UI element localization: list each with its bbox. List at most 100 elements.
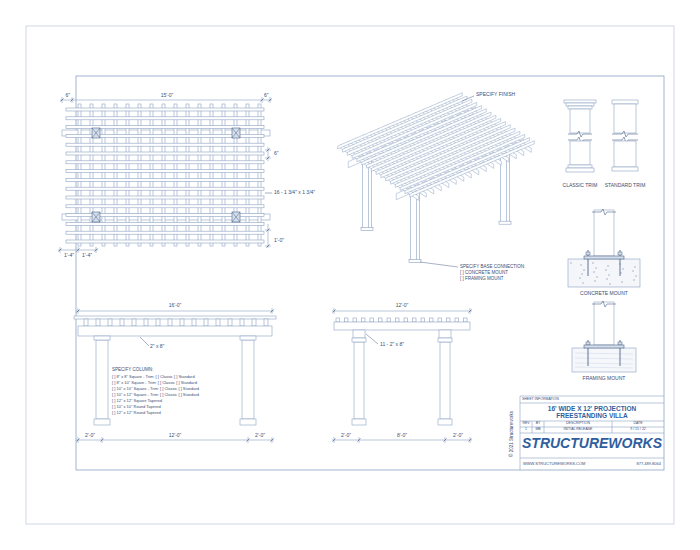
slat-end — [421, 318, 425, 322]
slat-end — [455, 318, 459, 322]
concrete-aggregate — [632, 270, 633, 271]
trim-details — [564, 100, 638, 172]
beam-end — [439, 330, 451, 338]
base-molding — [566, 168, 594, 172]
extension-line — [272, 437, 273, 443]
concrete-aggregate — [592, 262, 593, 263]
table-rule — [612, 421, 613, 433]
dimension-tick — [267, 229, 270, 232]
dimension-line — [58, 250, 98, 251]
break-line — [568, 131, 592, 137]
concrete-aggregate — [606, 278, 607, 279]
table-rule — [544, 421, 545, 433]
dimension-tick — [59, 249, 62, 252]
dimension-tick — [61, 99, 64, 102]
dimension-text: 8'-0" — [397, 433, 407, 439]
dimension-text: 16'-0" — [169, 303, 182, 309]
member-callout: 11 - 2" x 8" — [380, 342, 404, 348]
concrete-aggregate — [582, 282, 583, 283]
column-shaft — [570, 141, 590, 165]
post-plan — [232, 128, 240, 138]
isometric-view — [338, 93, 535, 267]
base-plate — [409, 260, 421, 263]
extension-line — [62, 97, 63, 103]
post-mark — [92, 128, 100, 138]
post-plan — [92, 128, 100, 138]
dimension-text: 15'-0" — [161, 93, 174, 99]
post — [363, 158, 372, 230]
slat-end — [413, 318, 417, 322]
slat-end — [430, 318, 434, 322]
dimension-tick — [269, 99, 272, 102]
leader-line — [140, 337, 149, 346]
dimension-line — [268, 147, 269, 161]
concrete-aggregate — [594, 280, 595, 281]
column — [242, 340, 254, 419]
column — [594, 302, 614, 345]
title-block-rule — [520, 433, 664, 434]
extension-line — [265, 158, 271, 159]
post-mark — [232, 212, 240, 222]
leader-line — [366, 334, 378, 344]
extension-line — [72, 97, 73, 103]
detail-title: FRAMING MOUNT — [583, 376, 626, 382]
extension-line — [470, 437, 471, 443]
title-block-edge — [520, 396, 664, 397]
slat — [400, 134, 525, 190]
rafter-end — [216, 319, 220, 326]
dimension-tick — [358, 439, 361, 442]
column-capital — [94, 336, 110, 340]
slat-end — [345, 318, 349, 322]
extension-line — [262, 97, 263, 103]
table-rule — [532, 421, 533, 433]
post-mark — [232, 128, 240, 138]
slat-end — [362, 318, 366, 322]
dimension-tick — [95, 249, 98, 252]
dimension-tick — [469, 310, 472, 313]
extension-line — [470, 308, 471, 314]
column-capital — [352, 338, 366, 342]
detail-title: CONCRETE MOUNT — [580, 291, 628, 297]
sheet-title: 16' WIDE X 12' PROJECTION FREESTANDING V… — [528, 405, 656, 419]
slat — [74, 316, 276, 319]
dimension-tick — [267, 149, 270, 152]
concrete-aggregate — [605, 269, 606, 270]
concrete-aggregate — [633, 279, 634, 280]
dimension-tick — [101, 439, 104, 442]
post-edge — [368, 158, 369, 230]
column-capital — [240, 336, 256, 340]
column-shaft — [570, 109, 590, 133]
dimension-text: 12'-0" — [396, 303, 409, 309]
post — [411, 190, 420, 262]
concrete-aggregate — [609, 283, 610, 284]
rafter-end — [192, 319, 196, 326]
concrete-aggregate — [583, 269, 584, 270]
rafter-end — [228, 319, 232, 326]
post-mark — [232, 212, 240, 222]
concrete-aggregate — [621, 281, 622, 282]
dimension-tick — [77, 249, 80, 252]
framing-member — [572, 348, 636, 372]
base-plate — [361, 228, 373, 231]
slat-end — [370, 318, 374, 322]
wood-grain — [575, 358, 633, 359]
dimension-tick — [444, 439, 447, 442]
leader-line — [265, 193, 272, 194]
note-text: SPECIFY BASE CONNECTION: — [460, 265, 525, 270]
dimension-text: 6" — [274, 151, 279, 157]
column-shaft — [614, 141, 636, 167]
rafter-end — [204, 319, 208, 326]
dimension-tick — [267, 157, 270, 160]
option-text: [ ] FRAMING MOUNT — [460, 277, 504, 282]
slat — [66, 196, 264, 199]
wood-grain — [575, 367, 633, 368]
post-mark — [92, 212, 100, 222]
dimension-tick — [267, 245, 270, 248]
rafter — [334, 322, 470, 330]
extension-line — [359, 437, 360, 443]
concrete-aggregate — [581, 273, 582, 274]
slat — [66, 161, 264, 164]
slat-end — [336, 318, 340, 322]
column-option: [ ] 10" x 12" Square - Trim: [ ] Classic… — [112, 393, 199, 397]
table-header: BY — [536, 422, 541, 426]
